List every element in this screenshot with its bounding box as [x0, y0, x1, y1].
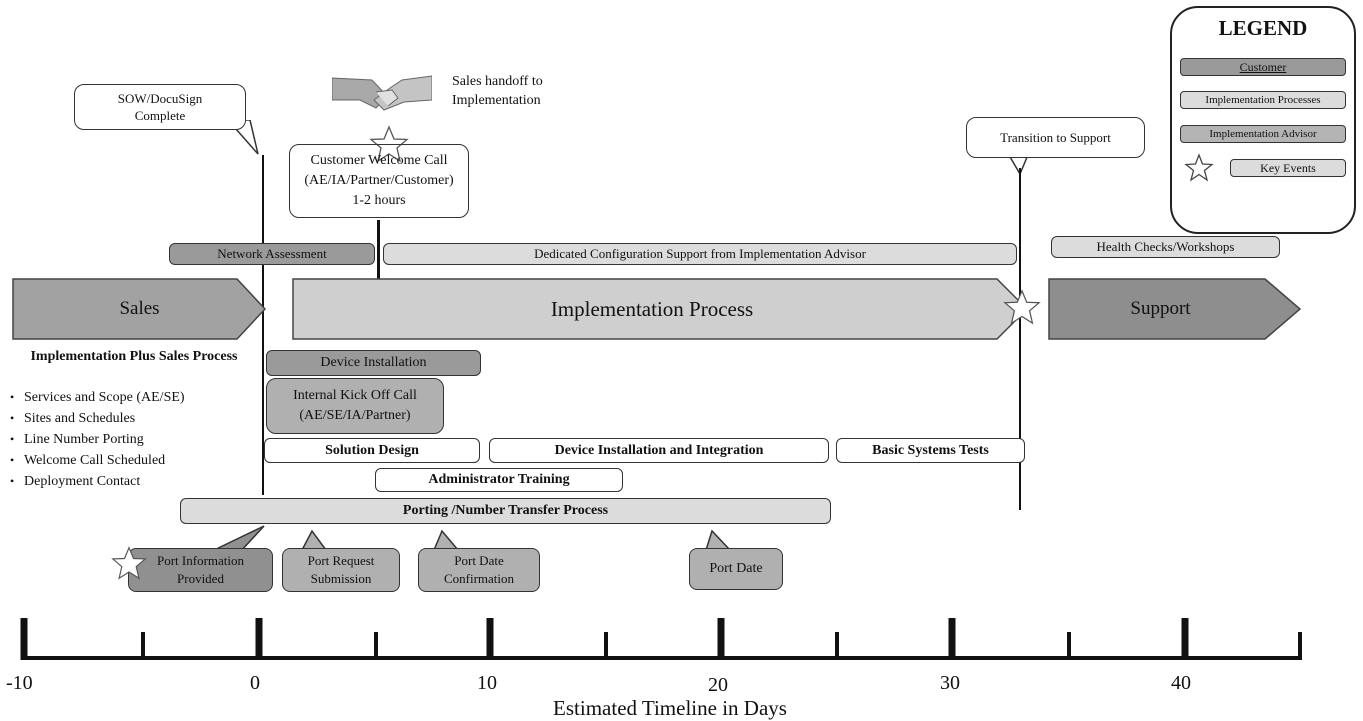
handoff-label: Sales handoff to Implementation	[452, 74, 543, 108]
handoff-line	[377, 220, 380, 308]
legend: LEGEND Customer Implementation Processes…	[1170, 6, 1356, 234]
day0-line	[262, 155, 264, 495]
solution-design-bar: Solution Design	[264, 438, 480, 463]
legend-impl-advisor: Implementation Advisor	[1180, 125, 1346, 143]
legend-impl-processes: Implementation Processes	[1180, 91, 1346, 109]
port-confirm-box: Port Date Confirmation	[418, 548, 540, 592]
kickoff-call-box: Internal Kick Off Call (AE/SE/IA/Partner…	[266, 378, 444, 434]
support-label: Support	[1130, 298, 1191, 319]
legend-key-events: Key Events	[1230, 159, 1346, 177]
sales-label: Sales	[119, 298, 160, 319]
port-info-box: Port Information Provided	[128, 548, 273, 592]
star-icon	[111, 546, 147, 580]
list-item: Sites and Schedules	[10, 408, 258, 429]
list-item: Deployment Contact	[10, 471, 258, 492]
star-icon	[1003, 289, 1041, 325]
implementation-label: Implementation Process	[550, 296, 754, 321]
tick-label: 30	[940, 672, 960, 694]
tick-label: -10	[6, 672, 33, 694]
timeline-axis	[20, 618, 1302, 660]
welcome-call-callout: Customer Welcome Call (AE/IA/Partner/Cus…	[289, 144, 469, 218]
sales-process-list: Services and Scope (AE/SE) Sites and Sch…	[8, 387, 258, 492]
tick-label: 10	[477, 672, 497, 694]
star-icon	[1184, 153, 1214, 182]
support-arrow	[1048, 278, 1302, 340]
timeline-label: Estimated Timeline in Days	[553, 696, 787, 720]
device-integration-bar: Device Installation and Integration	[489, 438, 829, 463]
handshake-icon	[332, 75, 432, 111]
port-date-box: Port Date	[689, 548, 783, 590]
sow-callout: SOW/DocuSign Complete	[74, 84, 246, 130]
device-installation-bar: Device Installation	[266, 350, 481, 376]
tick-label: 20	[708, 674, 728, 696]
transition-line	[1019, 168, 1021, 510]
dedicated-config-bar: Dedicated Configuration Support from Imp…	[383, 243, 1017, 265]
transition-callout: Transition to Support	[966, 117, 1145, 158]
tick-label: 0	[250, 672, 260, 694]
legend-customer: Customer	[1180, 58, 1346, 76]
sales-process-title: Implementation Plus Sales Process	[30, 349, 238, 364]
legend-title: LEGEND	[1218, 16, 1308, 40]
health-checks-bar: Health Checks/Workshops	[1051, 236, 1280, 258]
sales-arrow	[12, 278, 267, 340]
implementation-arrow	[292, 278, 1029, 340]
list-item: Welcome Call Scheduled	[10, 450, 258, 471]
porting-bar: Porting /Number Transfer Process	[180, 498, 831, 524]
list-item: Line Number Porting	[10, 429, 258, 450]
tick-label: 40	[1171, 672, 1191, 694]
port-request-box: Port Request Submission	[282, 548, 400, 592]
basic-tests-bar: Basic Systems Tests	[836, 438, 1025, 463]
list-item: Services and Scope (AE/SE)	[10, 387, 258, 408]
network-assessment-bar: Network Assessment	[169, 243, 375, 265]
admin-training-bar: Administrator Training	[375, 468, 623, 492]
